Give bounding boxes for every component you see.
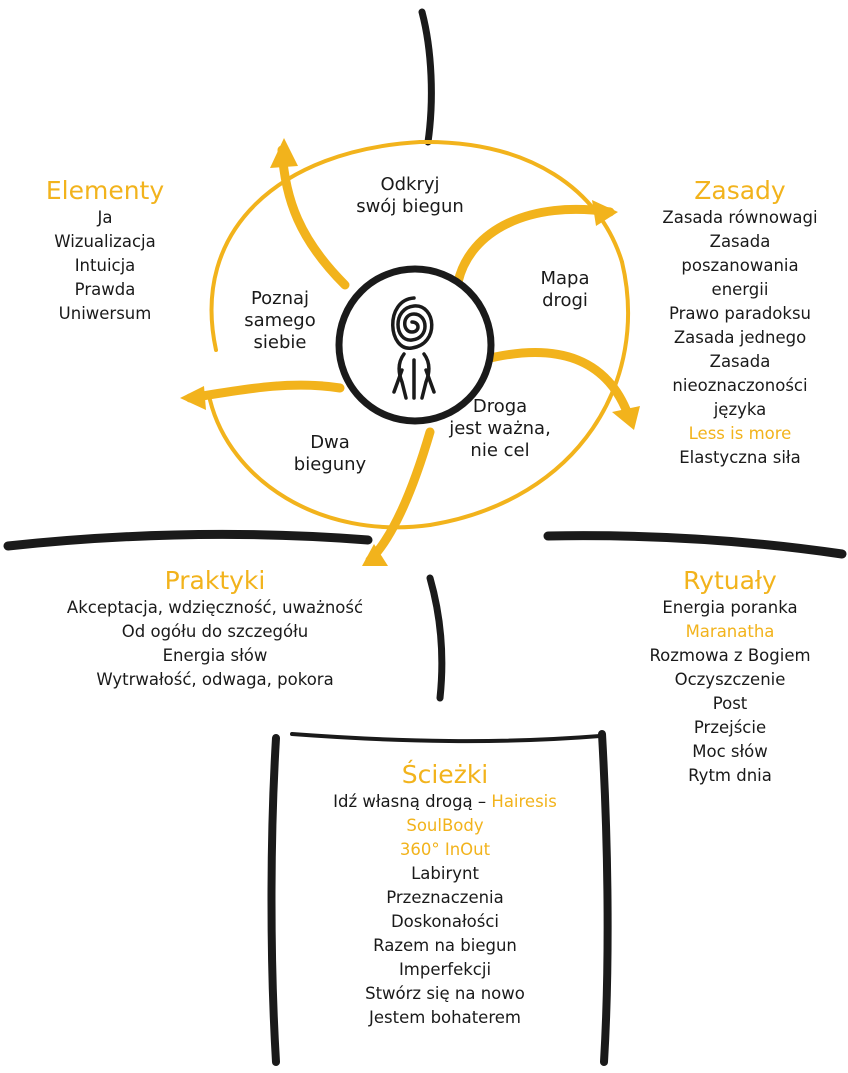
sciezki-first-line-text: Idź własną drogą – [333, 792, 487, 811]
segment-line: Poznaj [250, 288, 310, 309]
elementy-item: Ja [97, 208, 113, 227]
segment-dwa: Dwa biegunу [270, 432, 390, 476]
sciezki-item: Stwórz się na nowo [365, 984, 525, 1003]
segment-poznaj: Poznaj samego siebie [220, 288, 340, 354]
arrow-head-left [180, 386, 206, 410]
praktyki-item: Akceptacja, wdzięczność, uważność [66, 598, 364, 617]
zasady-title: Zasady [694, 176, 786, 205]
sciezki-item: Labirynt [411, 864, 479, 883]
zasady-item: języka [713, 400, 767, 419]
spiral-figure-icon [391, 296, 436, 400]
arrow-heads [180, 138, 640, 566]
rytualy-item: Moc słów [692, 742, 768, 761]
rytualy-title: Rytuały [683, 566, 777, 595]
rytualy-item: Post [712, 694, 748, 713]
arrow-head-right [592, 200, 618, 226]
zasady-item: energii [711, 280, 769, 299]
sciezki-item: Doskonałości [390, 912, 500, 931]
sciezki-item: Jestem bohaterem [369, 1008, 521, 1027]
sciezki-frame-left [267, 734, 280, 1066]
elementy-item: Uniwersum [58, 304, 152, 323]
segment-line: drogi [542, 290, 588, 311]
sciezki-item: Przeznaczenia [386, 888, 504, 907]
zasady-item: Zasada [709, 232, 771, 251]
rytualy-item: Rytm dnia [688, 766, 772, 785]
rytualy-item: Rozmowa z Bogiem [649, 646, 811, 665]
rytualy-item: Energia poranka [662, 598, 798, 617]
segment-line: Odkryj [380, 174, 440, 195]
swirl-arm-right [453, 204, 615, 287]
arrow-head-bottom [362, 544, 388, 566]
center-circle [335, 265, 495, 425]
segment-line: siebie [253, 332, 307, 353]
praktyki-section: Praktyki Akceptacja, wdzięczność, uważno… [20, 566, 410, 692]
segment-line: swój biegun [356, 196, 464, 217]
segment-line: jest ważna, [449, 418, 551, 439]
sciezki-item-highlight: 360° InOut [399, 840, 491, 859]
zasady-item: Zasada równowagi [662, 208, 818, 227]
zasady-item-highlight: Less is more [688, 424, 792, 443]
sciezki-frame-top [290, 732, 602, 744]
segment-odkryj: Odkryj swój biegun [330, 174, 490, 218]
sciezki-first-line: Idź własną drogą – Hairesis [292, 790, 598, 814]
divider-lines [3, 8, 847, 1066]
left-divider-line [3, 529, 373, 551]
praktyki-item: Energia słów [162, 646, 268, 665]
sciezki-item: Imperfekcji [398, 960, 492, 979]
elementy-section: Elementy Ja Wizualizacja Intuicja Prawda… [20, 176, 190, 326]
sciezki-frame-right [598, 730, 612, 1066]
segment-line: Mapa [540, 268, 590, 289]
right-divider-line [543, 531, 847, 559]
sciezki-item-highlight: SoulBody [406, 816, 484, 835]
swirl-arm-lower-right [477, 348, 635, 425]
segment-line: nie cel [470, 440, 530, 461]
top-divider-line [418, 8, 435, 146]
rytualy-item-highlight: Maranatha [685, 622, 775, 641]
segment-line: Droga [472, 396, 528, 417]
zasady-item: Prawo paradoksu [668, 304, 812, 323]
praktyki-title: Praktyki [164, 566, 266, 595]
zasady-section: Zasady Zasada równowagi Zasada poszanowa… [640, 176, 840, 470]
praktyki-item: Od ogółu do szczegółu [121, 622, 309, 641]
rytualy-item: Przejście [693, 718, 767, 737]
zasady-item: Zasada [709, 352, 771, 371]
zasady-item: Zasada jednego [673, 328, 807, 347]
zasady-item: poszanowania [681, 256, 799, 275]
segment-line: samego [244, 310, 316, 331]
zasady-item: nieoznaczoności [672, 376, 808, 395]
sciezki-section: Ścieżki Idź własną drogą – Hairesis Soul… [292, 760, 598, 1030]
segment-line: Dwa [310, 432, 350, 453]
segment-droga: Droga jest ważna, nie cel [420, 396, 580, 462]
praktyki-item: Wytrwałość, odwaga, pokora [96, 670, 334, 689]
middle-divider-line [426, 574, 446, 702]
elementy-item: Intuicja [74, 256, 136, 275]
rytualy-section: Rytuały Energia poranka Maranatha Rozmow… [630, 566, 830, 788]
zasady-item: Elastyczna siła [679, 448, 801, 467]
rytualy-item: Oczyszczenie [674, 670, 786, 689]
elementy-item: Prawda [74, 280, 136, 299]
segment-line: biegunу [293, 454, 367, 475]
sciezki-first-line-accent: Hairesis [491, 792, 557, 811]
sciezki-item: Razem na biegun [373, 936, 517, 955]
swirl-arm-left [185, 380, 345, 403]
elementy-item: Wizualizacja [54, 232, 156, 251]
sciezki-title: Ścieżki [401, 760, 489, 789]
arrow-head-lower-right [612, 406, 640, 430]
elementy-title: Elementy [45, 176, 165, 205]
segment-mapa: Mapa drogi [510, 268, 620, 312]
arrow-head-top [270, 138, 298, 168]
